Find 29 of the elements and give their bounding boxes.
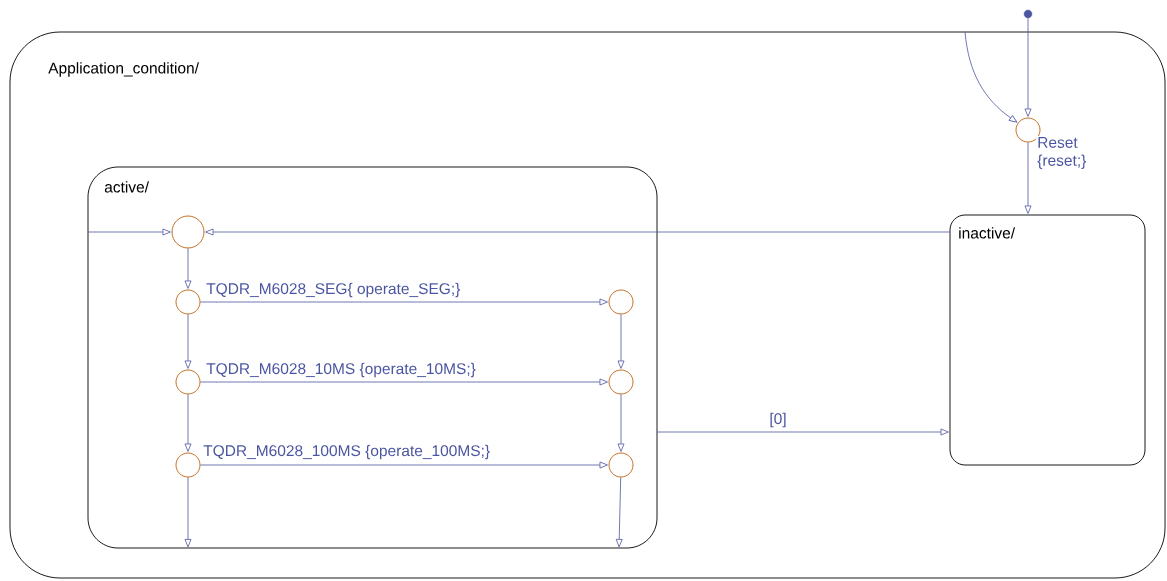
junction-circle [608, 452, 634, 478]
transition-arrow [205, 228, 950, 236]
edge-label: TQDR_M6028_100MS {operate_100MS;} [202, 443, 492, 461]
transition-arrow [87, 228, 171, 236]
transition-arrow [617, 394, 625, 452]
transition-arrow [184, 477, 192, 548]
transition-arrow [657, 428, 949, 436]
transition-arrow [617, 314, 625, 369]
junction-circle [608, 369, 634, 395]
junction-circle [171, 215, 205, 249]
transition-arrow [184, 314, 192, 369]
edge-label: TQDR_M6028_SEG{ operate_SEG;} [205, 281, 462, 299]
edge-label: [0] [768, 411, 788, 429]
transition-arrow [184, 394, 192, 452]
transition-arrow [184, 248, 192, 289]
edge-label: TQDR_M6028_10MS {operate_10MS;} [205, 361, 477, 379]
transition-arrow [1024, 17, 1032, 117]
junction-circle [175, 289, 201, 315]
transition-arrow [964, 31, 1018, 123]
edge-label: Reset {reset;} [1036, 136, 1099, 170]
transition-arrow [1024, 142, 1032, 214]
state-box: inactive/ [949, 214, 1146, 466]
transition-arrow [200, 298, 608, 306]
transition-arrow [200, 378, 608, 386]
junction-circle [175, 369, 201, 395]
junction-circle [175, 452, 201, 478]
junction-circle [608, 289, 634, 315]
transition-arrow [615, 477, 623, 548]
transition-arrow [200, 461, 608, 469]
